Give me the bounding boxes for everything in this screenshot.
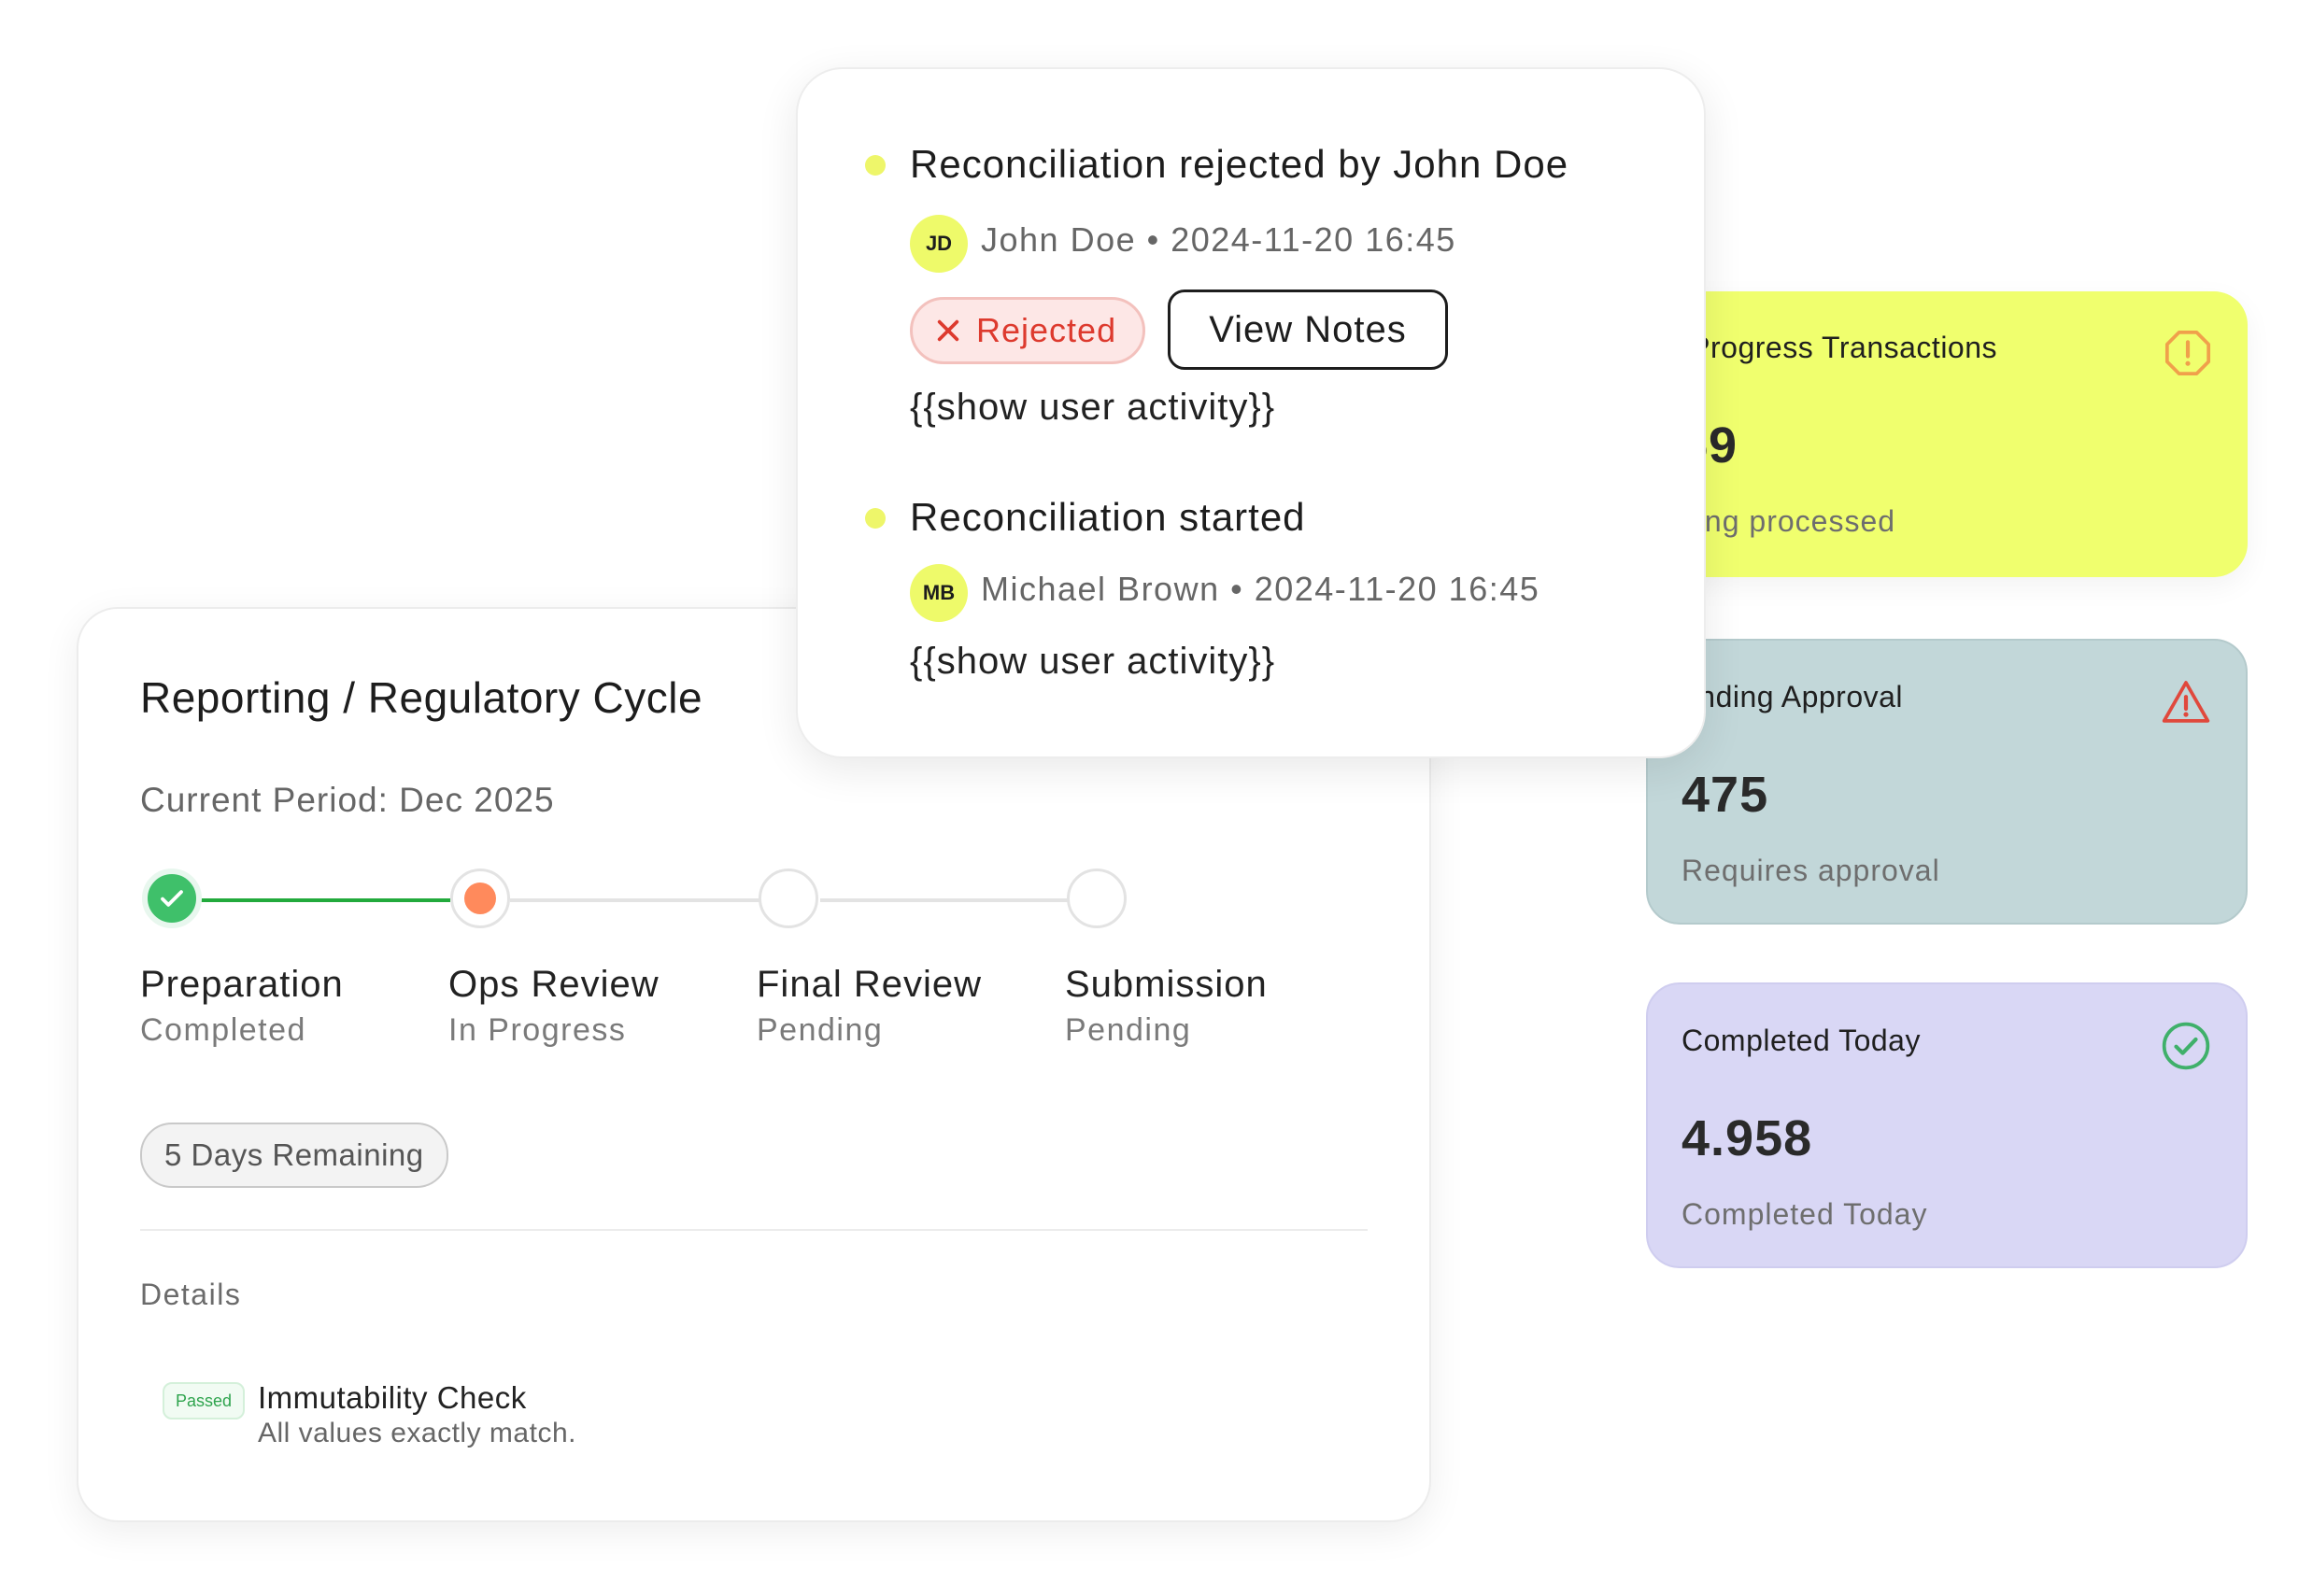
step-name-ops-review: Ops Review <box>448 964 660 1005</box>
cycle-title: Reporting / Regulatory Cycle <box>140 673 703 722</box>
step-pending-dot <box>1067 869 1127 928</box>
check-description: All values exactly match. <box>258 1418 576 1448</box>
step-status-preparation: Completed <box>140 1012 306 1048</box>
step-in-progress-dot <box>450 869 510 928</box>
stat-value: 4.958 <box>1682 1110 1813 1166</box>
progress-track-complete <box>200 898 450 902</box>
stat-label: ending Approval <box>1682 680 1904 713</box>
avatar: JD <box>910 215 968 273</box>
activity-title: Reconciliation rejected by John Doe <box>910 142 1569 186</box>
step-completed-check-icon <box>142 869 202 928</box>
activity-title: Reconciliation started <box>910 495 1306 539</box>
step-name-final-review: Final Review <box>757 964 982 1005</box>
user-activity-placeholder: {{show user activity}} <box>910 641 1276 682</box>
warning-triangle-icon <box>2162 681 2210 723</box>
step-status-submission: Pending <box>1065 1012 1192 1048</box>
step-status-final-review: Pending <box>757 1012 884 1048</box>
avatar: MB <box>910 564 968 622</box>
step-name-submission: Submission <box>1065 964 1268 1005</box>
activity-meta: Michael Brown • 2024-11-20 16:45 <box>981 570 1540 608</box>
check-title: Immutability Check <box>258 1380 527 1415</box>
stat-caption: eing processed <box>1680 504 1896 538</box>
activity-card: Reconciliation rejected by John Doe JD J… <box>796 67 1706 758</box>
step-status-ops-review: In Progress <box>448 1012 627 1048</box>
stat-card-pending-approval[interactable]: ending Approval 475 Requires approval <box>1646 639 2248 925</box>
passed-status-badge: Passed <box>163 1382 246 1419</box>
rejected-status-badge: Rejected <box>910 297 1146 364</box>
current-period: Current Period: Dec 2025 <box>140 781 555 819</box>
user-activity-placeholder: {{show user activity}} <box>910 387 1276 428</box>
progress-track-pending <box>510 898 760 902</box>
stat-card-in-progress[interactable]: -Progress Transactions 59 eing processed <box>1646 291 2248 577</box>
step-name-preparation: Preparation <box>140 964 344 1005</box>
rejected-label: Rejected <box>976 311 1117 349</box>
stat-label: Completed Today <box>1682 1024 1921 1057</box>
regulatory-cycle-card: Reporting / Regulatory Cycle Current Per… <box>77 607 1431 1522</box>
stat-card-completed-today[interactable]: Completed Today 4.958 Completed Today <box>1646 982 2248 1268</box>
alert-octagon-icon <box>2164 330 2211 376</box>
stat-caption: Requires approval <box>1682 854 1940 887</box>
timeline-bullet <box>865 508 886 529</box>
progress-track-pending <box>820 898 1071 902</box>
activity-meta: John Doe • 2024-11-20 16:45 <box>981 220 1456 259</box>
days-remaining-badge: 5 Days Remaining <box>140 1123 448 1188</box>
stat-caption: Completed Today <box>1682 1197 1928 1231</box>
check-circle-icon <box>2162 1022 2210 1070</box>
close-icon <box>937 319 959 342</box>
stat-label: -Progress Transactions <box>1680 331 1998 364</box>
details-label: Details <box>140 1278 242 1311</box>
view-notes-button[interactable]: View Notes <box>1168 290 1448 370</box>
timeline-bullet <box>865 155 886 176</box>
stat-value: 475 <box>1682 767 1769 823</box>
step-pending-dot <box>759 869 818 928</box>
divider <box>140 1229 1368 1231</box>
